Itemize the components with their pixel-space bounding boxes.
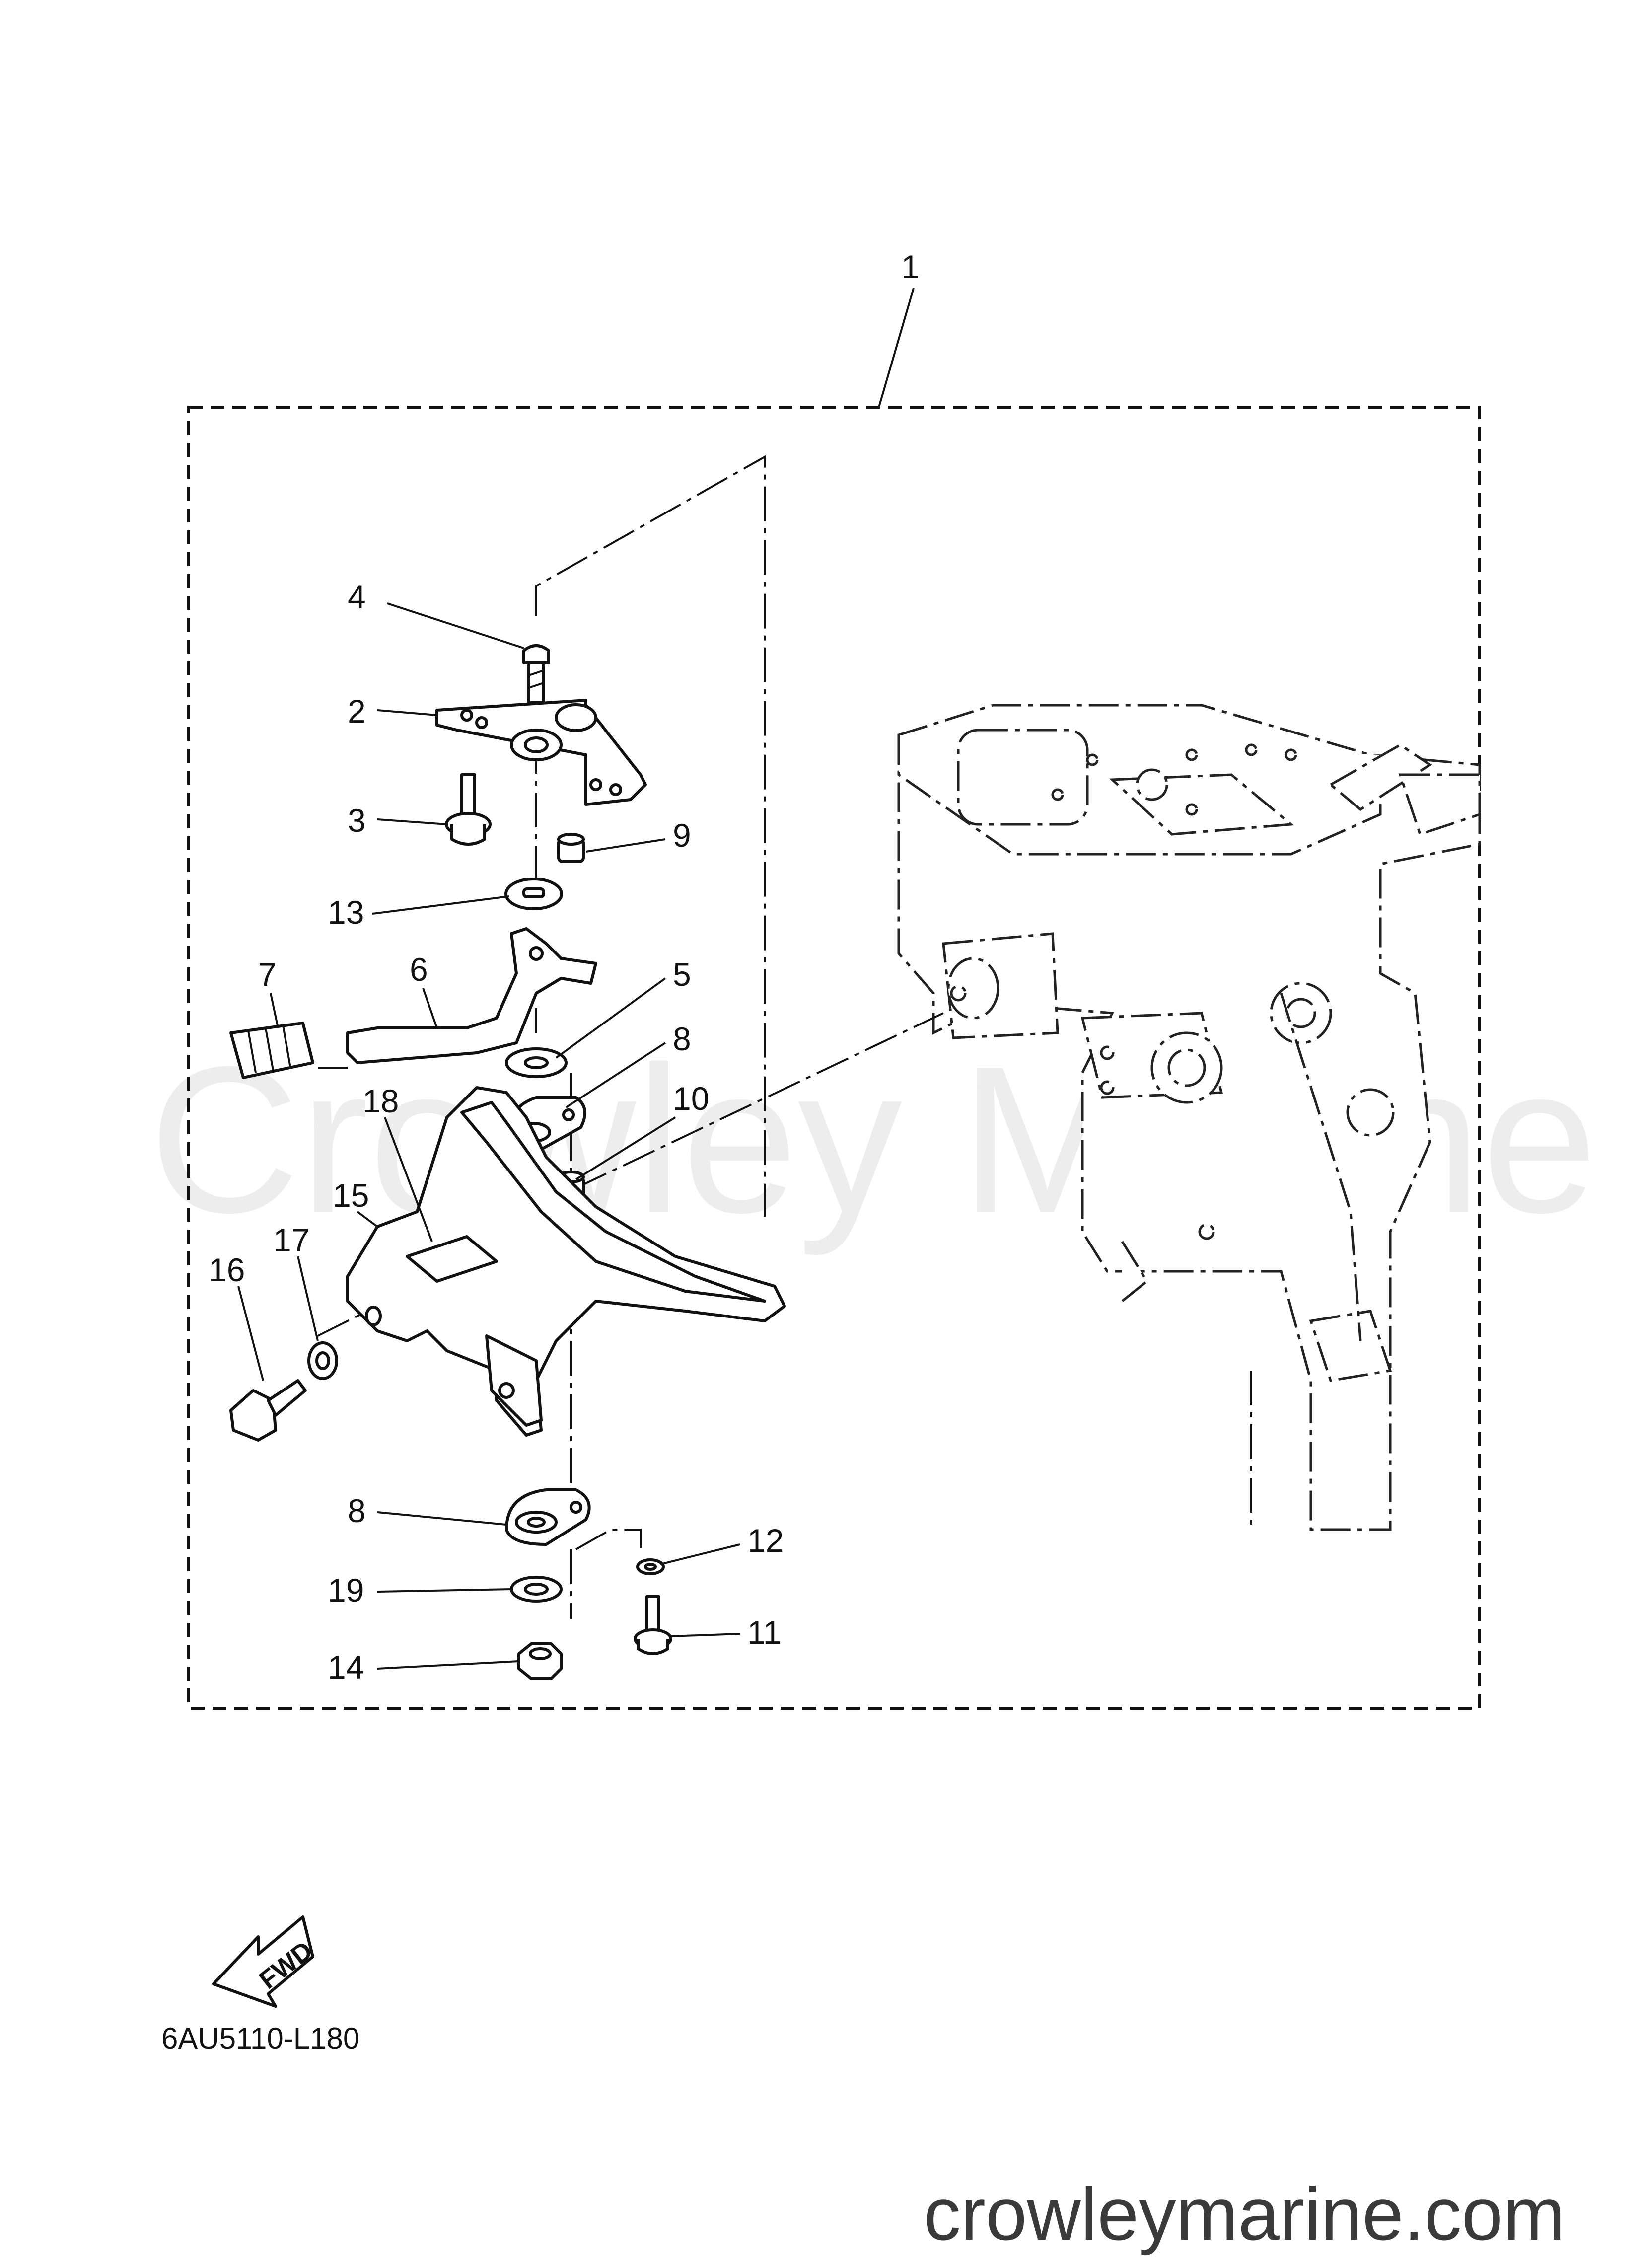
leader-lines <box>237 288 915 1670</box>
part-12-washer <box>636 1558 665 1575</box>
part-2-plate <box>435 699 647 806</box>
callout-1: 1 <box>901 248 920 285</box>
callout-10: 10 <box>673 1080 709 1117</box>
callout-14: 14 <box>328 1649 364 1685</box>
callout-16: 16 <box>209 1251 245 1288</box>
callout-7: 7 <box>258 956 277 993</box>
callout-labels: 1 2 3 4 5 6 7 8 8 9 10 11 12 13 14 15 16… <box>209 248 920 1685</box>
part-15-bracket <box>346 1086 786 1437</box>
callout-15: 15 <box>333 1177 369 1214</box>
part-13-washer <box>504 878 563 910</box>
engine-bracket-phantom <box>897 704 1481 1531</box>
callout-6: 6 <box>410 951 428 988</box>
part-16-bolt <box>229 1379 307 1442</box>
part-11-screw <box>634 1595 672 1655</box>
callout-12: 12 <box>747 1522 784 1559</box>
part-17-washer <box>307 1341 338 1380</box>
fwd-arrow-icon: FWD <box>212 1915 318 2008</box>
assembly-frame <box>187 406 1481 1710</box>
callout-17: 17 <box>273 1222 309 1258</box>
part-14-nut <box>517 1642 563 1680</box>
part-4-screw <box>522 644 550 704</box>
part-3-bolt <box>445 773 492 846</box>
part-7-grip <box>229 1022 314 1079</box>
callout-2: 2 <box>348 693 366 730</box>
callout-9: 9 <box>673 817 691 854</box>
part-8-friction-lower <box>505 1488 591 1546</box>
callout-3: 3 <box>348 802 366 839</box>
callout-11: 11 <box>747 1614 782 1651</box>
part-6-lever <box>346 927 597 1064</box>
callout-19: 19 <box>328 1572 364 1609</box>
part-5-washer <box>505 1047 568 1078</box>
diagram-code: 6AU5110-L180 <box>161 2022 359 2055</box>
part-9-collar <box>557 833 585 863</box>
website: crowleymarine.com <box>924 2172 1565 2256</box>
part-19-washer <box>510 1576 563 1603</box>
callout-8-lower: 8 <box>348 1492 366 1529</box>
callout-8-upper: 8 <box>673 1021 691 1057</box>
callout-4: 4 <box>348 579 366 615</box>
callout-18: 18 <box>362 1083 399 1119</box>
callout-13: 13 <box>328 894 364 931</box>
callout-5: 5 <box>673 956 691 993</box>
